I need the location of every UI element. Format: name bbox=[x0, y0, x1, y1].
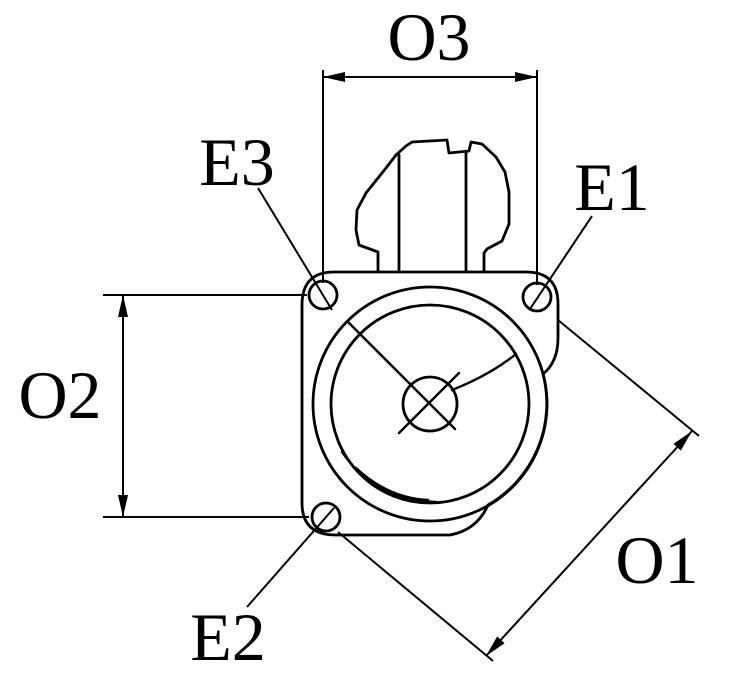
inner-housing-circle bbox=[329, 303, 531, 505]
leader-lines bbox=[246, 187, 593, 608]
dimension-labels: O3 E3 E1 O2 E2 O1 bbox=[18, 0, 698, 675]
hole-label-e3: E3 bbox=[199, 124, 275, 200]
center-cross-line-a bbox=[346, 320, 457, 431]
hole-label-e2: E2 bbox=[190, 599, 266, 675]
leader-line-e3 bbox=[257, 187, 333, 311]
center-cross-line-b bbox=[397, 371, 461, 435]
dim-label-o3: O3 bbox=[387, 0, 470, 75]
dimension-o2 bbox=[103, 294, 309, 518]
outer-housing-circle bbox=[311, 285, 549, 523]
housing-rib-curve-lower-b bbox=[354, 466, 430, 502]
shaft-center-circle bbox=[401, 375, 459, 433]
dim-label-o1: O1 bbox=[615, 522, 698, 598]
dim-o1-arrow-bottom bbox=[486, 636, 505, 656]
housing-rib-curve-right bbox=[450, 352, 518, 392]
dim-o1-line bbox=[485, 430, 693, 657]
hole-label-e1: E1 bbox=[574, 149, 650, 225]
leader-line-e2 bbox=[246, 507, 335, 608]
dim-o3-arrow-right bbox=[515, 72, 537, 82]
dim-o1-extension-bottom bbox=[337, 531, 494, 662]
part-geometry bbox=[300, 138, 560, 537]
solenoid-bracket-outline bbox=[354, 138, 511, 273]
dim-label-o2: O2 bbox=[18, 357, 101, 433]
dim-o3-arrow-left bbox=[323, 72, 345, 82]
dim-o1-arrow-top bbox=[673, 431, 692, 451]
dimension-o1 bbox=[337, 319, 700, 662]
mounting-hole-e2 bbox=[310, 501, 342, 533]
dim-o2-arrow-bottom bbox=[118, 495, 128, 517]
leader-line-e1 bbox=[529, 215, 593, 310]
dim-o2-arrow-top bbox=[118, 295, 128, 317]
dimension-o3 bbox=[322, 70, 538, 285]
dim-o1-extension-top bbox=[557, 319, 700, 437]
